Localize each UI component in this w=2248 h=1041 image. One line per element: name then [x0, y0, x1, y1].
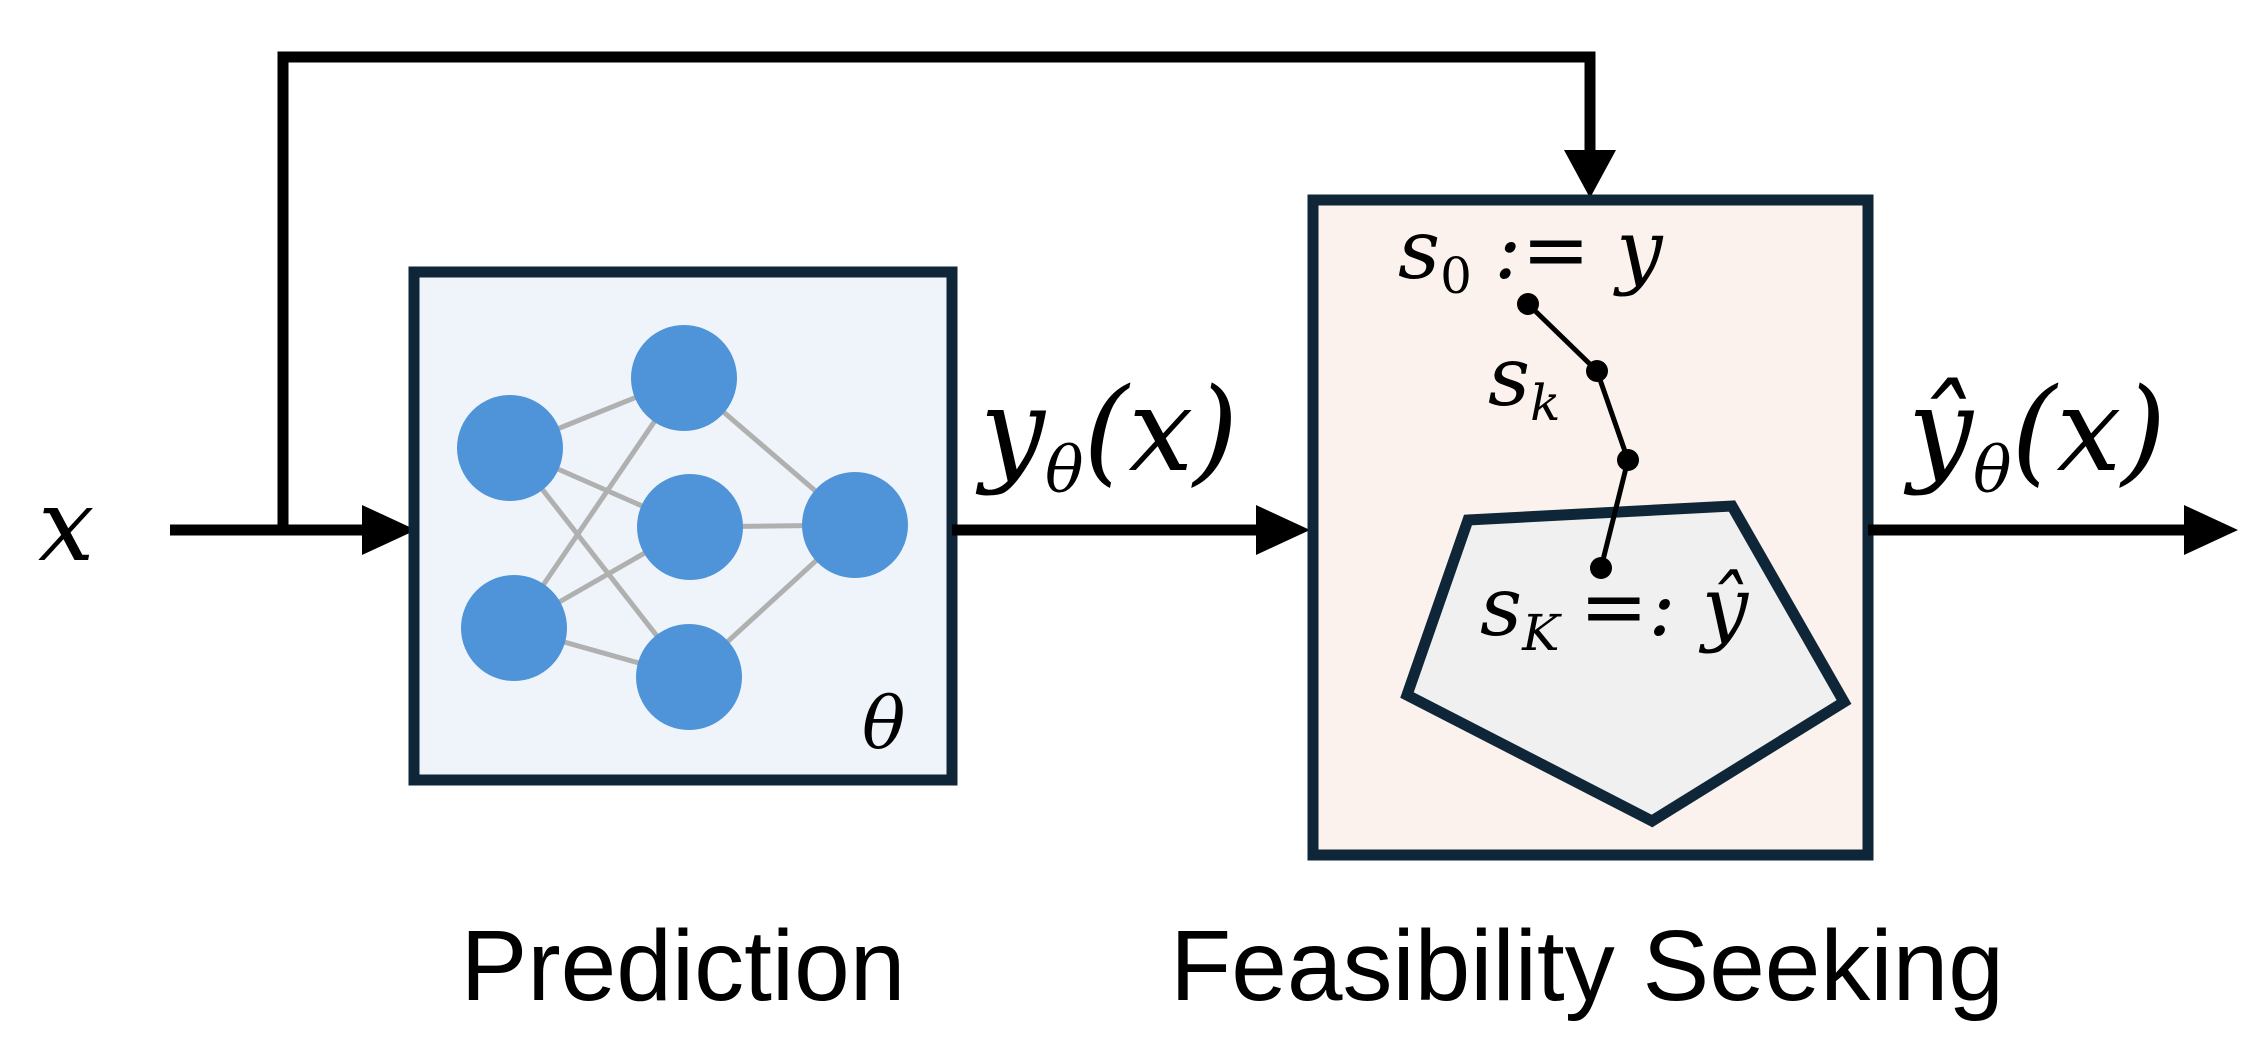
input-label: x	[38, 467, 94, 584]
start-subscript: 0	[1440, 247, 1472, 305]
input-neuron	[457, 395, 563, 501]
input-neuron	[461, 575, 567, 681]
output-neuron	[802, 472, 908, 578]
intermediate-arrowhead	[1256, 505, 1310, 555]
end-subscript: K	[1521, 604, 1562, 662]
input-arrowhead	[362, 505, 416, 555]
iterate-point	[1617, 449, 1639, 471]
output-variable: y	[975, 364, 1047, 498]
feasible-set-polygon	[1400, 500, 1852, 828]
parameter-label: θ	[862, 681, 905, 765]
final-output-argument: (x)	[2012, 364, 2167, 498]
skip-connection-line	[277, 51, 1596, 530]
trajectory-path	[1526, 302, 1631, 569]
start-assignment: := y	[1494, 203, 1664, 298]
step-iterate-label: sk	[1488, 330, 1560, 432]
final-output-variable: ŷ	[1903, 364, 1975, 498]
end-variable: s	[1480, 560, 1522, 655]
iterate-point-end	[1590, 557, 1612, 579]
end-iterate-label: sK =: ŷ	[1480, 560, 1750, 662]
end-assignment: =: ŷ	[1579, 560, 1749, 655]
iterate-point	[1586, 360, 1608, 382]
start-variable: s	[1398, 203, 1440, 298]
output-subscript: θ	[1045, 434, 1084, 508]
final-output-subscript: θ	[1973, 434, 2012, 508]
feasibility-caption: Feasibility Seeking	[1170, 910, 2004, 1022]
neural-network	[457, 325, 908, 730]
iterate-point-start	[1517, 293, 1539, 315]
step-variable: s	[1488, 330, 1530, 425]
prediction-caption: Prediction	[461, 910, 906, 1022]
skip-connection-arrowhead	[1564, 150, 1616, 198]
prediction-output-label: yθ(x)	[975, 364, 1238, 508]
iterate-trajectory	[1517, 293, 1639, 579]
output-argument: (x)	[1084, 364, 1239, 498]
hidden-neuron	[636, 624, 742, 730]
hidden-neuron	[631, 325, 737, 431]
final-output-label: ŷθ(x)	[1903, 364, 2166, 508]
start-iterate-label: s0 := y	[1398, 203, 1664, 305]
network-nodes	[457, 325, 908, 730]
hidden-neuron	[637, 474, 743, 580]
step-subscript: k	[1530, 374, 1560, 432]
output-arrowhead	[2184, 505, 2238, 555]
